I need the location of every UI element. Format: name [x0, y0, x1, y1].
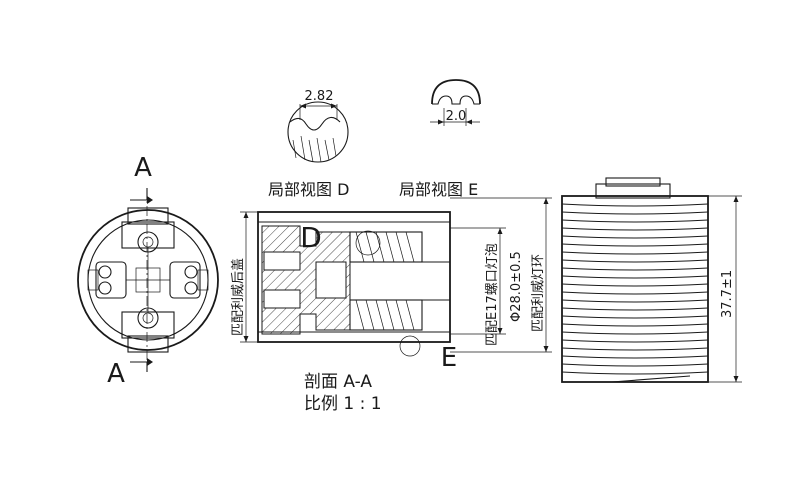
scale-label: 比例 1 : 1: [304, 394, 382, 414]
dim-pitch: 2.82: [305, 89, 334, 104]
thread-line: [561, 235, 709, 239]
thread-line: [561, 259, 709, 263]
thread-line: [561, 371, 709, 375]
thread-line: [561, 283, 709, 287]
vertical-label-right: 匹配利威灯环: [531, 254, 546, 332]
thread-line: [561, 291, 709, 295]
section-view: [240, 197, 552, 357]
dim-width: 2.0: [446, 109, 467, 124]
thread-line: [561, 315, 709, 319]
thread-line: [561, 243, 709, 247]
thread-line: [561, 267, 709, 271]
thread-line: [561, 323, 709, 327]
thread-line: [561, 219, 709, 223]
dim-height: 37.7±1: [720, 270, 735, 318]
detail-d-view: [287, 101, 349, 163]
thread-line: [561, 331, 709, 335]
thread-line: [561, 211, 709, 215]
detail-e-title: 局部视图 E: [399, 180, 478, 199]
thread-line: [561, 251, 709, 255]
detail-e-letter: E: [441, 343, 457, 373]
exterior-view: [561, 177, 742, 383]
thread-line: [561, 355, 709, 359]
section-title: 剖面 A-A: [304, 372, 372, 392]
section-letter-top: A: [134, 153, 152, 183]
vertical-label-mid: 匹配E17螺口灯泡: [485, 243, 500, 346]
detail-d-letter: D: [300, 221, 322, 254]
thread-line: [561, 275, 709, 279]
thread-line: [561, 339, 709, 343]
thread-line: [561, 363, 709, 367]
thread-line: [561, 307, 709, 311]
detail-d-title: 局部视图 D: [268, 180, 349, 199]
thread-line: [561, 347, 709, 351]
thread-line: [561, 203, 709, 207]
thread-line: [561, 227, 709, 231]
section-letter-bottom: A: [107, 359, 125, 389]
thread-line: [561, 299, 709, 303]
detail-e-view: [430, 79, 481, 126]
vertical-label-diameter: Φ28.0±0.5: [509, 251, 524, 322]
end-view: [77, 188, 219, 372]
vertical-label-left: 匹配利威后盖: [231, 258, 246, 336]
